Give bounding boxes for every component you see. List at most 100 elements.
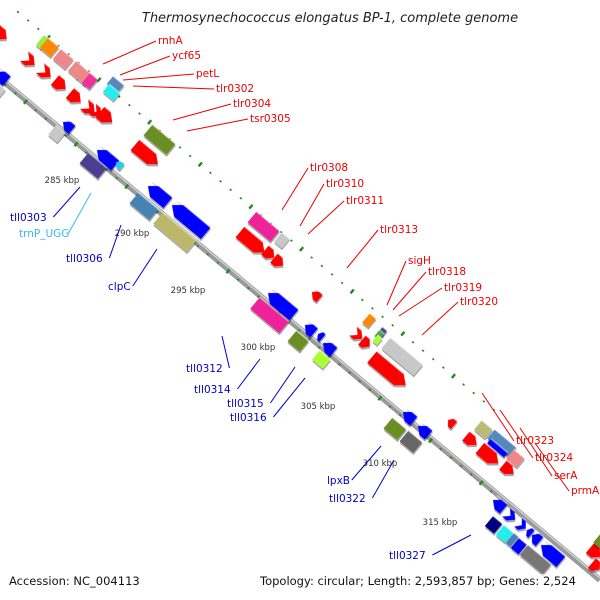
reverse-gene-arrow[interactable] (264, 287, 300, 321)
gene-tlr0320[interactable] (381, 337, 424, 376)
gene-petL[interactable] (52, 48, 74, 70)
gene-label-sigH[interactable]: sigH (408, 255, 431, 267)
gene-label-tll0314[interactable]: tll0314 (194, 384, 231, 396)
forward-gene-arrow[interactable] (95, 106, 117, 128)
gene-tll0306[interactable] (129, 192, 159, 221)
reverse-gene-arrow[interactable] (414, 420, 434, 440)
gene-block[interactable] (519, 544, 552, 575)
forward-gene-arrow[interactable] (309, 287, 324, 303)
forward-gene-arrow[interactable] (462, 430, 480, 449)
forward-gene-arrow[interactable] (261, 244, 278, 262)
gene-tlr0304[interactable] (106, 75, 125, 93)
forward-gene-arrow[interactable] (367, 350, 410, 391)
reverse-gene-arrow[interactable] (59, 117, 77, 134)
forward-gene-arrow[interactable] (270, 252, 287, 270)
gene-label-tll0306[interactable]: tll0306 (66, 253, 103, 265)
forward-gene-arrow[interactable] (79, 98, 99, 118)
gene-label-tll0303[interactable]: tll0303 (10, 212, 47, 224)
forward-gene-arrow[interactable] (19, 50, 39, 70)
gene-label-tlr0310[interactable]: tlr0310 (326, 178, 364, 190)
gene-ycf65[interactable] (39, 37, 60, 57)
gene-label-tlr0319[interactable]: tlr0319 (444, 282, 482, 294)
gene-label-ycf65[interactable]: ycf65 (172, 50, 201, 62)
gene-label-tlr0324[interactable]: tlr0324 (535, 452, 573, 464)
reverse-gene-arrow[interactable] (319, 337, 339, 357)
gene-tlr0324[interactable] (487, 428, 517, 457)
forward-gene-arrow[interactable] (50, 74, 70, 94)
gene-tsr0305[interactable] (102, 83, 121, 101)
gene-block[interactable] (0, 82, 7, 100)
forward-gene-arrow[interactable] (358, 334, 373, 351)
gene-tlr0302[interactable] (67, 60, 86, 79)
gene-clpC[interactable] (153, 211, 198, 252)
gene-sigH[interactable] (362, 312, 377, 328)
gene-trnP_UGG[interactable] (113, 158, 126, 171)
reverse-gene-arrow[interactable] (315, 329, 327, 342)
gene-label-tlr0311[interactable]: tlr0311 (346, 195, 384, 207)
forward-gene-arrow[interactable] (35, 62, 55, 82)
gene-block[interactable] (495, 524, 514, 543)
forward-gene-arrow[interactable] (349, 325, 366, 343)
gene-block[interactable] (510, 537, 528, 555)
gene-label-tlr0304[interactable]: tlr0304 (233, 98, 271, 110)
gene-label-tlr0318[interactable]: tlr0318 (428, 266, 466, 278)
forward-gene-arrow[interactable] (475, 442, 503, 469)
gene-label-petL[interactable]: petL (196, 68, 219, 80)
gene-tll0316[interactable] (312, 349, 332, 369)
forward-gene-arrow[interactable] (499, 459, 517, 478)
gene-tll0312[interactable] (250, 296, 290, 334)
gene-label-tll0327[interactable]: tll0327 (389, 550, 426, 562)
gene-label-tsr0305[interactable]: tsr0305 (250, 113, 291, 125)
gene-label-tll0316[interactable]: tll0316 (230, 412, 267, 424)
reverse-gene-arrow[interactable] (399, 406, 419, 426)
gene-label-tlr0308[interactable]: tlr0308 (310, 162, 348, 174)
gene-block[interactable] (505, 532, 520, 547)
reverse-gene-arrow[interactable] (167, 198, 212, 239)
forward-gene-arrow[interactable] (88, 102, 105, 120)
gene-label-tlr0323[interactable]: tlr0323 (516, 435, 554, 447)
gene-label-tll0322[interactable]: tll0322 (329, 493, 366, 505)
gene-label-tlr0320[interactable]: tlr0320 (460, 296, 498, 308)
reverse-gene-arrow[interactable] (144, 180, 173, 209)
gene-tlr0323[interactable] (474, 419, 494, 439)
gene-tll0322[interactable] (399, 430, 423, 453)
reverse-gene-arrow[interactable] (524, 525, 536, 538)
reverse-gene-arrow[interactable] (93, 144, 121, 171)
gene-prmA[interactable] (506, 448, 526, 468)
gene-tll0314[interactable] (287, 330, 310, 352)
gene-block[interactable] (593, 533, 600, 548)
gene-label-tlr0302[interactable]: tlr0302 (216, 83, 254, 95)
gene-label-rnhA[interactable]: rnhA (158, 35, 183, 47)
gene-tlr0305b[interactable] (143, 124, 176, 155)
gene-block[interactable] (81, 72, 99, 90)
gene-label-tll0312[interactable]: tll0312 (186, 363, 223, 375)
forward-gene-arrow[interactable] (445, 415, 458, 429)
reverse-gene-arrow[interactable] (0, 66, 12, 86)
gene-tll0303[interactable] (79, 152, 108, 179)
reverse-gene-arrow[interactable] (502, 506, 519, 524)
gene-serA[interactable] (487, 438, 509, 458)
gene-label-trnP_UGG[interactable]: trnP_UGG (19, 228, 69, 240)
gene-tlr0319[interactable] (372, 334, 383, 345)
gene-label-clpC[interactable]: clpC (108, 281, 131, 293)
gene-label-tlr0313[interactable]: tlr0313 (380, 224, 418, 236)
reverse-gene-arrow[interactable] (301, 319, 319, 338)
gene-tll0327[interactable] (484, 515, 503, 534)
forward-gene-arrow[interactable] (130, 139, 163, 170)
reverse-gene-arrow[interactable] (514, 516, 529, 533)
gene-tlr0308[interactable] (247, 211, 280, 242)
forward-gene-arrow[interactable] (0, 24, 11, 44)
reverse-gene-arrow[interactable] (528, 529, 545, 547)
reverse-gene-arrow[interactable] (489, 494, 509, 514)
gene-lpxB[interactable] (383, 417, 407, 440)
gene-label-serA[interactable]: serA (554, 470, 578, 482)
forward-gene-arrow[interactable] (235, 226, 270, 258)
forward-gene-arrow[interactable] (65, 87, 85, 107)
reverse-gene-arrow[interactable] (537, 539, 566, 568)
gene-label-prmA[interactable]: prmA (571, 485, 600, 497)
gene-label-lpxB[interactable]: lpxB (327, 475, 350, 487)
gene-block[interactable] (48, 124, 66, 143)
forward-gene-arrow[interactable] (587, 557, 600, 574)
gene-tlr0311[interactable] (274, 231, 291, 249)
gene-label-tll0315[interactable]: tll0315 (227, 398, 264, 410)
